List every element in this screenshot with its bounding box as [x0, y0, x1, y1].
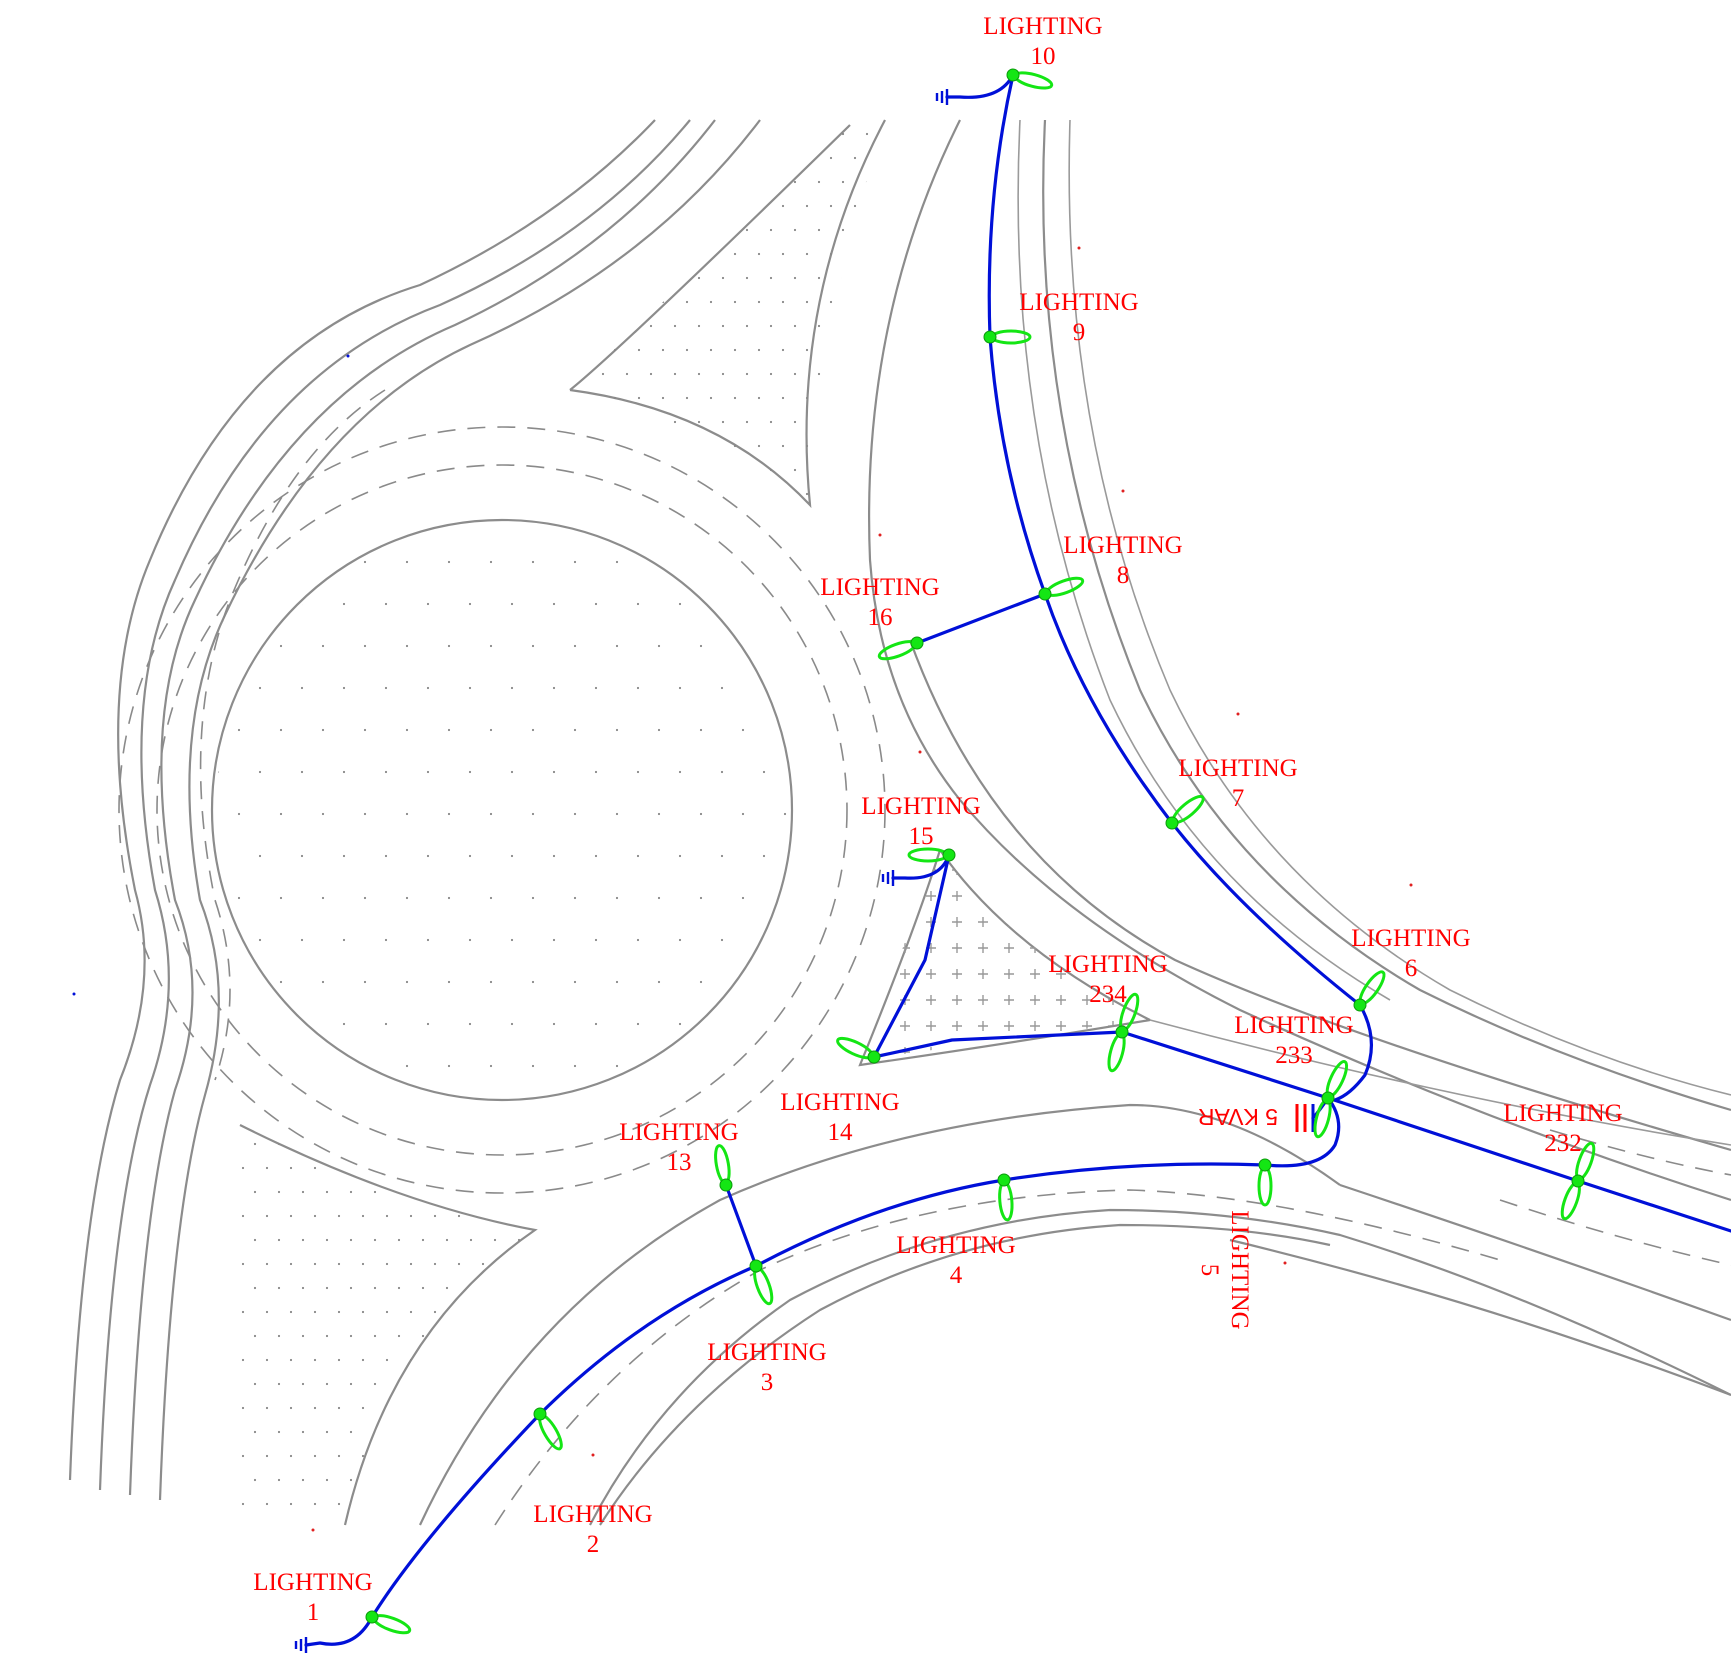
- lamp-head-icon: [1013, 71, 1054, 90]
- light-fixture-8: LIGHTING 8: [1038, 532, 1183, 601]
- lamp-head-icon: [1107, 1032, 1126, 1073]
- light-label-number: 1: [307, 1599, 320, 1626]
- light-fixture-232: LIGHTING 232: [1503, 1100, 1623, 1221]
- survey-marks: [72, 246, 1413, 1532]
- light-label-title: LIGHTING: [253, 1569, 372, 1596]
- pole-icon: [1038, 587, 1052, 601]
- light-fixture-1: LIGHTING 1: [253, 1569, 412, 1635]
- light-label-title: LIGHTING: [1178, 755, 1297, 782]
- light-label-number: 8: [1117, 562, 1130, 589]
- pole-icon: [1165, 816, 1179, 830]
- light-label-number: 5: [1196, 1264, 1223, 1277]
- light-label-number: 13: [667, 1149, 692, 1176]
- ground-symbol-north: [935, 89, 949, 105]
- light-label-title: LIGHTING: [896, 1232, 1015, 1259]
- lamp-head-icon: [1257, 1165, 1273, 1207]
- pole-icon: [997, 1173, 1011, 1187]
- pole-icon: [1353, 998, 1367, 1012]
- lamp-head-icon: [1313, 1098, 1332, 1139]
- pole-icon: [867, 1050, 881, 1064]
- light-label-title: LIGHTING: [1234, 1012, 1353, 1039]
- light-label-title: LIGHTING: [707, 1339, 826, 1366]
- ground-symbol-southwest: [294, 1637, 308, 1653]
- light-label-number: 14: [828, 1119, 854, 1146]
- pole-icon: [1258, 1158, 1272, 1172]
- sw-splitter-stipple: [241, 1142, 533, 1506]
- pole-icon: [749, 1259, 763, 1273]
- light-label-number: 10: [1031, 43, 1056, 70]
- light-label-number: 2: [587, 1531, 600, 1558]
- pole-icon: [719, 1178, 733, 1192]
- light-label-title: LIGHTING: [861, 793, 980, 820]
- light-label-title: LIGHTING: [820, 574, 939, 601]
- light-fixture-13: LIGHTING 13: [619, 1119, 739, 1192]
- light-label-title: LIGHTING: [983, 13, 1102, 40]
- light-label-number: 16: [868, 604, 893, 631]
- light-label-title: LIGHTING: [1019, 289, 1138, 316]
- light-label-number: 6: [1405, 955, 1418, 982]
- light-label-number: 234: [1089, 981, 1127, 1008]
- light-fixture-16: LIGHTING 16: [820, 574, 940, 661]
- light-fixture-4: LIGHTING 4: [896, 1173, 1016, 1289]
- pole-icon: [942, 848, 956, 862]
- lamp-head-icon: [907, 847, 949, 863]
- pole-icon: [910, 636, 924, 650]
- light-label-title: LIGHTING: [780, 1089, 899, 1116]
- light-label-title: LIGHTING: [1048, 951, 1167, 978]
- capacitor-symbol: [1295, 1104, 1315, 1132]
- light-label-number: 232: [1544, 1130, 1582, 1157]
- light-label-number: 233: [1275, 1042, 1313, 1069]
- light-label-number: 4: [950, 1262, 963, 1289]
- pole-icon: [1571, 1174, 1585, 1188]
- light-label-number: 3: [761, 1369, 774, 1396]
- light-label-title: LIGHTING: [1503, 1100, 1622, 1127]
- light-fixture-6: LIGHTING 6: [1351, 925, 1471, 1012]
- ground-symbol-island: [881, 870, 895, 886]
- light-fixture-15: LIGHTING 15: [861, 793, 981, 863]
- light-label-title: LIGHTING: [619, 1119, 738, 1146]
- light-fixture-14: LIGHTING 14: [780, 1036, 900, 1146]
- lamp-head-icon: [714, 1144, 731, 1185]
- light-fixture-233: LIGHTING 233: [1234, 1012, 1354, 1139]
- light-label-title: LIGHTING: [1226, 1210, 1253, 1329]
- light-fixture-9: LIGHTING 9: [983, 289, 1139, 346]
- light-fixture-10: LIGHTING 10: [983, 13, 1103, 90]
- light-label-title: LIGHTING: [1351, 925, 1470, 952]
- light-fixture-3: LIGHTING 3: [707, 1259, 827, 1396]
- pole-icon: [1006, 68, 1020, 82]
- cable-routes: [304, 73, 1731, 1647]
- lamp-head-icon: [998, 1180, 1014, 1222]
- light-label-number: 9: [1073, 319, 1086, 346]
- pole-icon: [533, 1407, 547, 1421]
- light-label-number: 15: [909, 823, 934, 850]
- light-label-number: 7: [1232, 785, 1245, 812]
- light-label-title: LIGHTING: [533, 1501, 652, 1528]
- pole-icon: [1115, 1025, 1129, 1039]
- light-fixture-234: LIGHTING 234: [1048, 951, 1168, 1073]
- nw-splitter-stipple: [577, 132, 881, 496]
- pole-icon: [365, 1610, 379, 1624]
- pole-icon: [983, 330, 997, 344]
- light-label-title: LIGHTING: [1063, 532, 1182, 559]
- light-fixture-2: LIGHTING 2: [533, 1407, 653, 1558]
- pole-icon: [1321, 1091, 1335, 1105]
- light-fixture-7: LIGHTING 7: [1165, 755, 1298, 830]
- road-geometry: [68, 119, 1731, 1526]
- capacitor-label: 5 KVAR: [1198, 1104, 1278, 1130]
